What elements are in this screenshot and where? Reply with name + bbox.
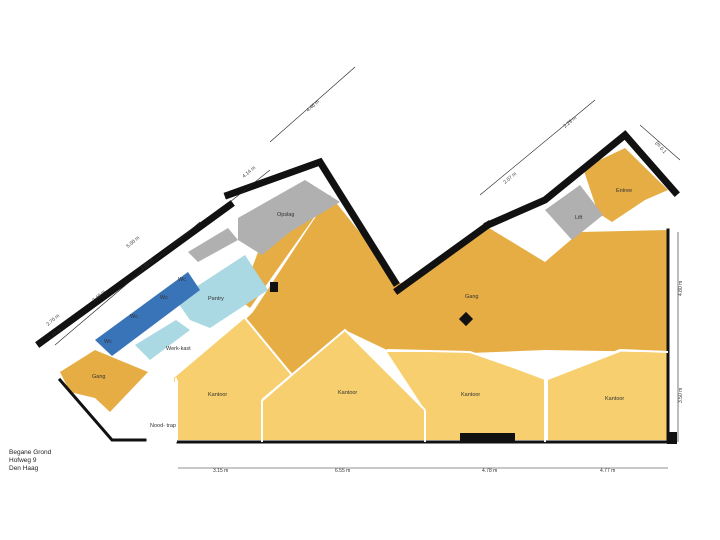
dim-diag-2: 2.29 m xyxy=(562,115,578,129)
kantoor4-area xyxy=(548,352,668,440)
caption-floor: Begane Grond xyxy=(9,449,52,456)
room-label-entree: Entree xyxy=(616,188,632,194)
dim-diag-1: 4.46 m xyxy=(305,99,320,114)
opslag-area xyxy=(238,180,340,255)
dim-diag-9: 1.77 m xyxy=(47,327,63,341)
dim-diag-5: 5.00 m xyxy=(125,235,141,249)
kantoor1-area xyxy=(174,318,292,440)
interior-walls xyxy=(175,317,669,442)
corridor-area xyxy=(243,195,668,375)
room-label-kantoor2: Kantoor xyxy=(338,390,357,396)
room-label-wc4: Wc xyxy=(104,339,112,345)
column-2 xyxy=(270,282,278,292)
room-label-pantry: Pantry xyxy=(208,296,224,302)
dim-bottom-2: 6.55 m xyxy=(335,468,350,474)
dim-diag-3: 4.14 m xyxy=(241,165,257,179)
walls xyxy=(35,130,680,444)
dim-bottom-3: 4.78 m xyxy=(482,468,497,474)
room-label-kantoor3: Kantoor xyxy=(461,392,480,398)
gang-left-area xyxy=(60,350,148,412)
corridor-upper xyxy=(240,195,330,308)
room-label-wc2: Wc xyxy=(160,295,168,301)
room-label-gang-main: Gang xyxy=(465,294,478,300)
dim-bottom-1: 3.15 m xyxy=(213,468,228,474)
room-label-lift: Lift xyxy=(575,215,583,221)
caption-street: Hofweg 9 xyxy=(9,457,37,464)
dim-right-lower: 3.50 m xyxy=(678,388,684,403)
dim-right-upper: 4.80 m xyxy=(678,281,684,296)
room-label-wc3: Wc xyxy=(130,314,138,320)
window-block xyxy=(460,433,515,443)
noodtrap-area xyxy=(145,380,178,440)
kantoor2-area xyxy=(262,330,425,440)
shaft-area xyxy=(188,228,238,262)
room-label-kantoor1: Kantoor xyxy=(208,392,227,398)
room-label-kantoor4: Kantoor xyxy=(605,396,624,402)
room-label-opslag: Opslag xyxy=(277,212,294,218)
caption-city: Den Haag xyxy=(9,465,39,472)
dim-corner: (m 0.1 xyxy=(653,140,667,155)
room-label-gang-left: Gang xyxy=(92,374,105,380)
pantry-extra xyxy=(135,320,190,360)
corner-block xyxy=(667,432,677,444)
lift-area xyxy=(545,185,603,240)
dim-bottom-4: 4.77 m xyxy=(600,468,615,474)
dim-diag-4: 2.07 m xyxy=(502,171,518,185)
dimension-lines xyxy=(54,66,681,469)
kantoor3-area xyxy=(387,352,545,440)
room-label-werkkast: Werk-kast xyxy=(166,346,191,352)
column-1 xyxy=(458,311,474,327)
entree-area xyxy=(583,148,668,222)
pantry-area xyxy=(176,255,268,328)
room-label-noodtrap: Nood- trap xyxy=(150,423,176,429)
wc-block xyxy=(95,272,200,356)
room-label-wc1: Wc xyxy=(178,277,186,283)
